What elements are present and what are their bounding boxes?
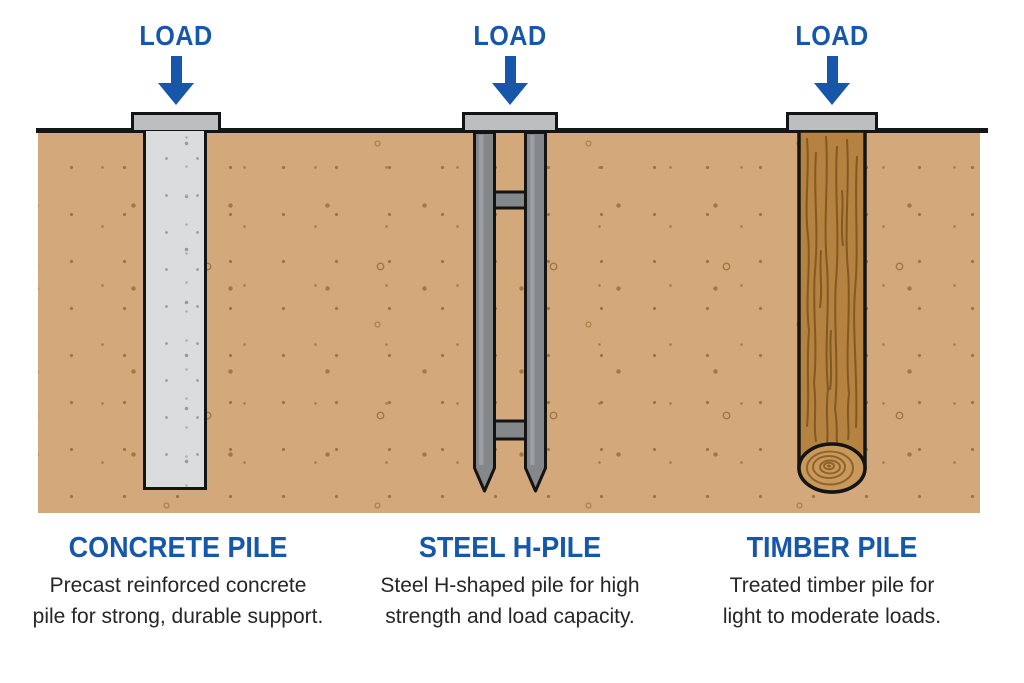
pile-description-timber: Treated timber pile for light to moderat… (662, 570, 1002, 632)
description-line: pile for strong, durable support. (32, 605, 324, 628)
pile-description-steel: Steel H-shaped pile for high strength an… (340, 570, 680, 632)
pile-title-timber: TIMBER PILE (746, 532, 918, 564)
load-arrow-icon-concrete (146, 56, 206, 105)
description-line: Treated timber pile for (729, 574, 935, 597)
description-line: Precast reinforced concrete (49, 574, 307, 597)
concrete-pile-graphic (143, 131, 207, 490)
pile-title-concrete: CONCRETE PILE (68, 532, 288, 564)
load-label-steel: LOAD (473, 20, 547, 51)
arrow-head (492, 83, 528, 105)
timber-pile-graphic (797, 131, 867, 494)
load-label-concrete: LOAD (139, 20, 213, 51)
arrow-shaft (826, 56, 838, 83)
description-line: Steel H-shaped pile for high (380, 574, 640, 597)
arrow-shaft (170, 56, 182, 83)
arrow-shaft (504, 56, 516, 83)
arrow-head (814, 83, 850, 105)
pile-description-concrete: Precast reinforced concrete pile for str… (8, 570, 348, 632)
load-arrow-icon-steel (480, 56, 540, 105)
pile-title-steel: STEEL H-PILE (418, 532, 602, 564)
description-line: light to moderate loads. (722, 605, 942, 628)
description-line: strength and load capacity. (385, 605, 635, 628)
arrow-head (158, 83, 194, 105)
pile-cap-steel (462, 112, 558, 133)
load-arrow-icon-timber (802, 56, 862, 105)
pile-cap-timber (786, 112, 878, 133)
steel-h-pile-graphic (473, 131, 547, 493)
load-label-timber: LOAD (795, 20, 869, 51)
pile-cap-concrete (131, 112, 221, 133)
